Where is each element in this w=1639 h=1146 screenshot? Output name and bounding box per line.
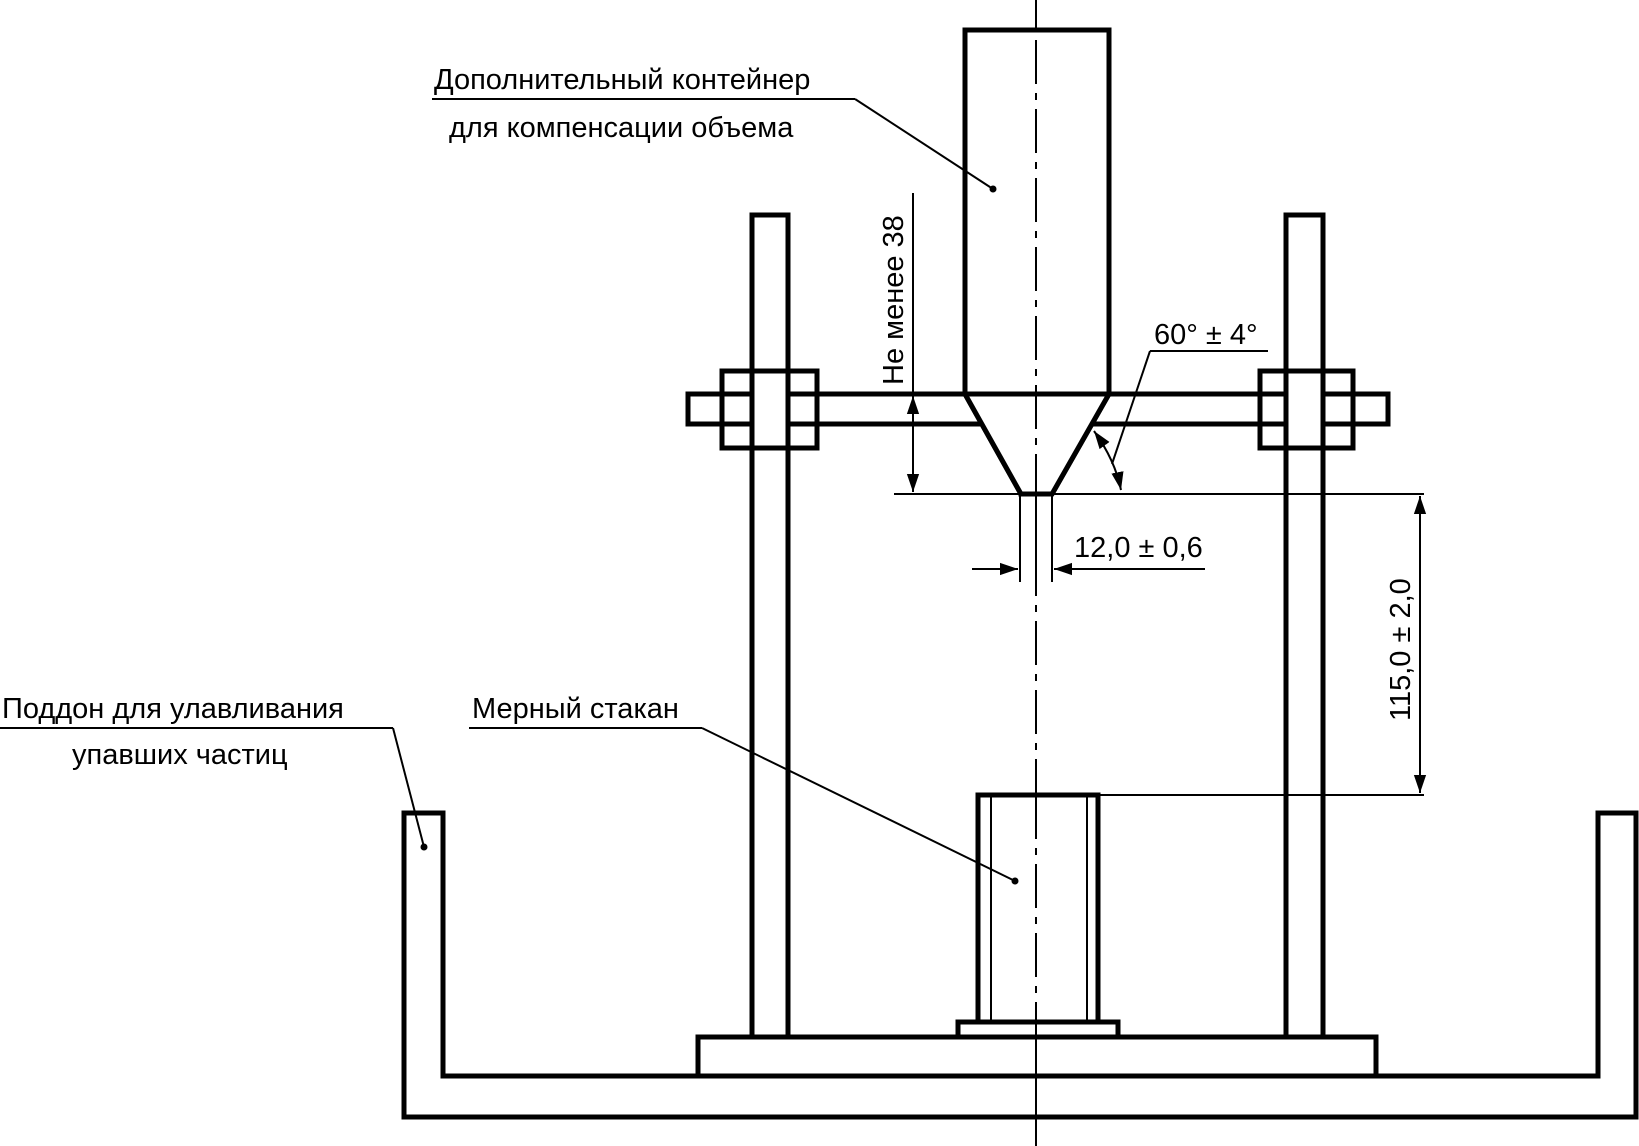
callout-cup-dot xyxy=(1011,877,1019,885)
label-catch-tray-line1: Поддон для улавливания xyxy=(2,693,344,725)
right-post xyxy=(1283,212,1326,1040)
dim-angle-leader xyxy=(1111,350,1151,465)
callout-cup-leader xyxy=(701,727,1016,882)
callout-tray-leader xyxy=(392,727,425,848)
cup-base xyxy=(955,1019,1121,1040)
label-extra-container-line2: для компенсации объема xyxy=(449,112,794,144)
callout-container-dot xyxy=(989,185,997,193)
catch-tray xyxy=(401,810,1639,1120)
callout-tray-dot xyxy=(420,843,428,851)
dim-drop-height-label: 115,0 ± 2,0 xyxy=(1385,578,1417,721)
label-measuring-cup: Мерный стакан xyxy=(472,693,679,725)
dim-orifice-label: 12,0 ± 0,6 xyxy=(1074,532,1203,564)
label-extra-container-line1: Дополнительный контейнер xyxy=(434,64,810,96)
label-catch-tray-line2: упавших частиц xyxy=(72,739,288,771)
callout-container-leader xyxy=(854,98,994,190)
measuring-cup xyxy=(975,792,1101,1025)
dim-angle-arc xyxy=(1093,430,1124,491)
dim-min-height-label: Не менее 38 xyxy=(878,215,910,385)
left-post xyxy=(749,212,791,1040)
dim-angle-label: 60° ± 4° xyxy=(1154,319,1258,351)
